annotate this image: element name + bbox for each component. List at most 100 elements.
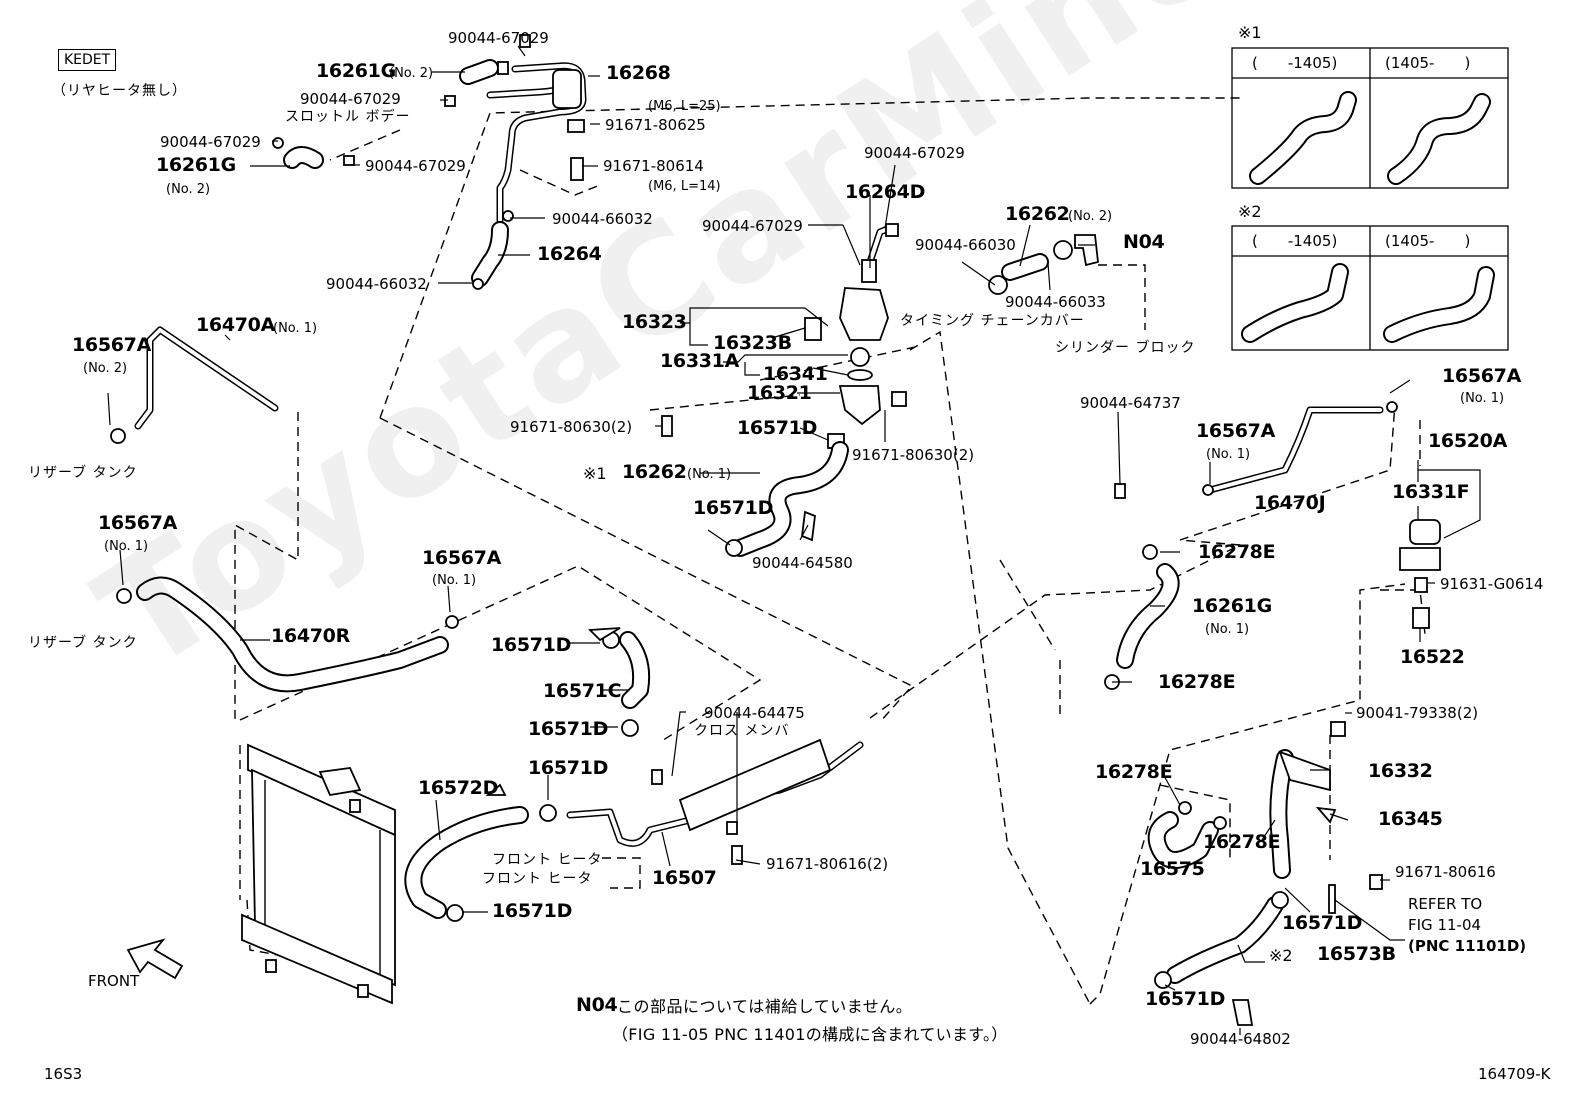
part-label: 16261G (156, 154, 236, 176)
part-label: 91671-80616(2) (766, 855, 889, 873)
part-label: 16262 (1005, 203, 1070, 225)
part-label: 90044-64580 (752, 554, 853, 572)
inset-1-mark: ※1 (1238, 23, 1262, 42)
part-label: 90044-66032 (552, 210, 653, 228)
part-label: 16264D (845, 181, 926, 203)
part-label: 16278E (1198, 541, 1276, 563)
part-label: 16278E (1095, 761, 1173, 783)
inset-1 (1231, 47, 1509, 189)
part-label: 16507 (652, 867, 717, 889)
part-note: (No. 2) (83, 361, 128, 376)
note-n04-line1: この部品については補給していません。 (617, 997, 913, 1016)
figure-code: 164709-K (1478, 1065, 1551, 1083)
part-label: 91631-G0614 (1440, 575, 1544, 593)
throttle-pipe-assembly (272, 34, 587, 290)
part-label: 16278E (1203, 831, 1281, 853)
part-label: 16571C (543, 680, 622, 702)
part-note: (No. 1) (432, 573, 477, 588)
part-label: 16331F (1392, 481, 1470, 503)
part-label: 16470R (271, 625, 350, 647)
part-note: (No. 1) (1460, 391, 1505, 406)
part-label: 91671-80616 (1395, 863, 1496, 881)
water-outlet-assembly (661, 223, 1099, 557)
note-n04-line2: （FIG 11-05 PNC 11401の構成に含まれています。） (612, 1025, 1008, 1044)
part-label: 16261G (316, 60, 396, 82)
inset-1-col1: ( -1405) (1252, 54, 1338, 72)
part-label: 16331A (660, 350, 740, 372)
part-label: 16470J (1254, 492, 1326, 514)
part-label: 16571D (528, 718, 609, 740)
part-label: 90044-67029 (448, 29, 549, 47)
part-label: 16571D (528, 757, 609, 779)
part-label: 16321 (747, 382, 812, 404)
reserve-tank-hoses (110, 326, 459, 693)
mark-2: ※2 (1269, 946, 1293, 965)
part-note: (No. 1) (1205, 622, 1250, 637)
part-label: 16567A (422, 547, 502, 569)
front-arrow (126, 938, 184, 980)
part-label: 16520A (1428, 430, 1508, 452)
heater-hoses (404, 627, 864, 922)
callout-reserve-tank: リザーブ タンク (28, 635, 138, 651)
part-label: 16575 (1140, 858, 1205, 880)
part-label: 16571D (693, 497, 774, 519)
part-label: 16571D (1282, 912, 1363, 934)
callout-timing-chain-cover: タイミング チェーンカバー (900, 313, 1085, 329)
callout-cylinder-block: シリンダー ブロック (1055, 340, 1196, 356)
part-label: 90044-66032 (326, 275, 427, 293)
part-label: 16572D (418, 777, 499, 799)
inset-2-col1: ( -1405) (1252, 232, 1338, 250)
refer-line-3: (PNC 11101D) (1408, 937, 1527, 955)
right-hoses (1104, 401, 1441, 690)
refer-line-2: FIG 11-04 (1408, 916, 1482, 934)
part-label: 90044-64737 (1080, 394, 1181, 412)
part-label: 16571D (737, 417, 818, 439)
callout-front-heater: フロント ヒータ (492, 852, 603, 868)
part-note: (No. 2) (389, 66, 434, 81)
part-label: 90044-67029 (365, 157, 466, 175)
part-label: 90044-66033 (1005, 293, 1106, 311)
part-label: 16323 (622, 311, 687, 333)
water-inlet-assembly (1147, 721, 1383, 1026)
inset-2-mark: ※2 (1238, 202, 1262, 221)
part-label: 16264 (537, 243, 602, 265)
part-label: 16567A (72, 334, 152, 356)
part-label: 90044-67029 (702, 217, 803, 235)
dashed-boundaries (234, 97, 1426, 1005)
part-note: (No. 2) (166, 182, 211, 197)
variant-note: （リヤヒータ無し） (52, 83, 187, 99)
page-code: 16S3 (44, 1065, 83, 1083)
part-label: 90044-64802 (1190, 1030, 1291, 1048)
part-label: 91671-80614 (603, 157, 704, 175)
part-label: 16470A (196, 314, 276, 336)
note-n04-code: N04 (576, 994, 618, 1016)
radiator (241, 743, 396, 1005)
part-label: 16571D (1145, 988, 1226, 1010)
part-label: 16341 (763, 363, 828, 385)
part-label: 16567A (98, 512, 178, 534)
part-note: (M6, L=25) (648, 99, 721, 114)
callout-cross-member: クロス メンバ (694, 723, 790, 739)
callout-throttle-body: スロットル ボデー (285, 109, 411, 125)
part-label: 91671-80630(2) (510, 418, 633, 436)
part-label: 16262 (622, 461, 687, 483)
part-label: 91671-80625 (605, 116, 706, 134)
part-label: 16323B (713, 332, 792, 354)
part-label: 16345 (1378, 808, 1443, 830)
part-label: 90044-66030 (915, 236, 1016, 254)
part-note: (No. 1) (687, 467, 732, 482)
part-note: (M6, L=14) (648, 179, 721, 194)
inset-1-col2: (1405- ) (1385, 54, 1471, 72)
refer-line-1: REFER TO (1408, 895, 1483, 913)
part-label: 16571D (491, 634, 572, 656)
part-label: 16332 (1368, 760, 1433, 782)
part-label: 16573B (1317, 943, 1396, 965)
callout-front-heater: フロント ヒータ (482, 871, 593, 887)
part-label: 91671-80630(2) (852, 446, 975, 464)
part-note: (No. 1) (104, 539, 149, 554)
part-label: 16278E (1158, 671, 1236, 693)
part-label: N04 (1123, 231, 1165, 253)
part-label: 90041-79338(2) (1356, 704, 1479, 722)
callout-reserve-tank: リザーブ タンク (28, 465, 138, 481)
